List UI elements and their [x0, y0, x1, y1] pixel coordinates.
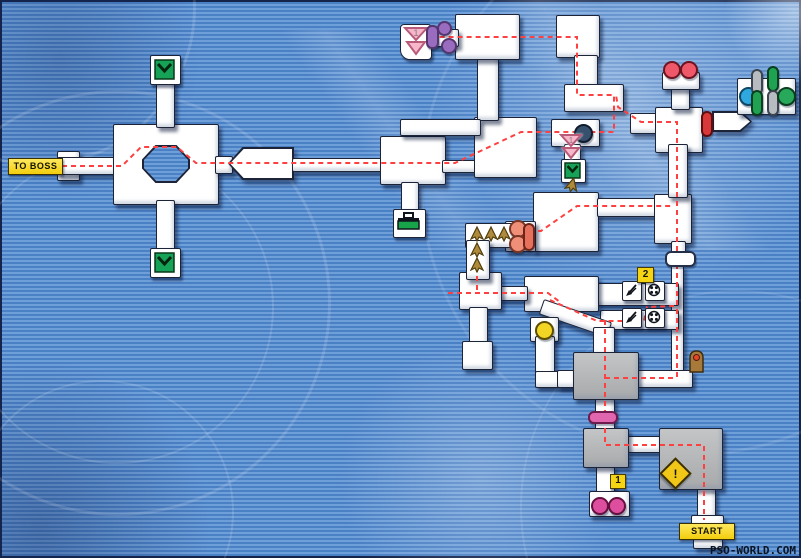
corridor-west-up — [156, 78, 175, 128]
button-dot-green — [777, 87, 796, 106]
button-dot-red-1 — [663, 61, 681, 79]
button-dot-red-2 — [680, 61, 698, 79]
boss-exit-label: TO BOSS — [8, 158, 63, 175]
warp-number: 1 — [413, 28, 418, 38]
wheel-icon — [647, 310, 661, 324]
room-tiny-box — [462, 341, 493, 370]
corridor-north-L — [564, 84, 624, 112]
warp-icon-2: 1 — [559, 134, 583, 160]
keycard-icon — [689, 350, 704, 373]
one-way-arrow-icon — [470, 257, 485, 273]
bird-icon — [626, 284, 637, 296]
room-north-2 — [556, 15, 600, 58]
corridor-gray2-gray3 — [627, 436, 662, 453]
octagon-hole — [142, 145, 190, 183]
gray-room-1 — [573, 352, 639, 400]
door-white — [665, 251, 696, 267]
switch-bar-gray-2 — [767, 90, 779, 116]
corridor-center-up — [477, 57, 499, 121]
door-pink — [588, 411, 618, 424]
gray-room-2 — [583, 428, 629, 468]
one-way-arrow-icon — [470, 242, 485, 258]
bird-icon — [626, 311, 637, 323]
one-way-arrow-icon — [470, 226, 485, 242]
corridor-d-to-c — [597, 198, 659, 217]
item-box-icon — [397, 212, 420, 230]
room-center — [474, 117, 537, 178]
corridor-arrow-connector — [712, 111, 752, 132]
door-salmon — [523, 223, 535, 251]
room-c — [654, 194, 692, 244]
button-dot-purple-2 — [441, 38, 457, 54]
caution-mark: ! — [673, 466, 678, 481]
corridor-link-295 — [498, 286, 528, 301]
one-way-arrow-icon — [563, 176, 578, 193]
count-badge-1: 1 — [610, 474, 626, 489]
teleporter-icon — [154, 59, 175, 80]
room-mid-west — [380, 136, 446, 185]
corridor-long-west — [292, 158, 386, 172]
switch-bar-green-2 — [751, 90, 763, 116]
corridor-boss — [57, 157, 117, 175]
corridor-c-up — [668, 144, 688, 198]
wheel-icon — [647, 283, 661, 297]
button-dot-yellow — [535, 321, 554, 340]
corridor-center-west — [400, 119, 481, 136]
room-d — [533, 192, 599, 252]
start-label: START — [679, 523, 735, 540]
button-dot-magenta-1 — [591, 497, 609, 515]
corridor-bone — [228, 147, 294, 180]
watermark: PSO-WORLD.COM — [709, 544, 796, 557]
door-red — [701, 111, 713, 137]
room-north-1 — [455, 14, 520, 60]
warp-number: 1 — [569, 136, 574, 145]
button-dot-purple-1 — [437, 21, 452, 36]
teleporter-icon — [154, 252, 175, 273]
button-dot-magenta-2 — [608, 497, 626, 515]
one-way-arrow-icon — [484, 226, 499, 242]
count-badge-2: 2 — [637, 267, 654, 283]
switch-bar-green-1 — [767, 66, 779, 92]
corridor-gray1-east — [637, 370, 693, 388]
corridor-west-down — [156, 200, 175, 253]
corridor-buttons-stem — [671, 87, 690, 110]
